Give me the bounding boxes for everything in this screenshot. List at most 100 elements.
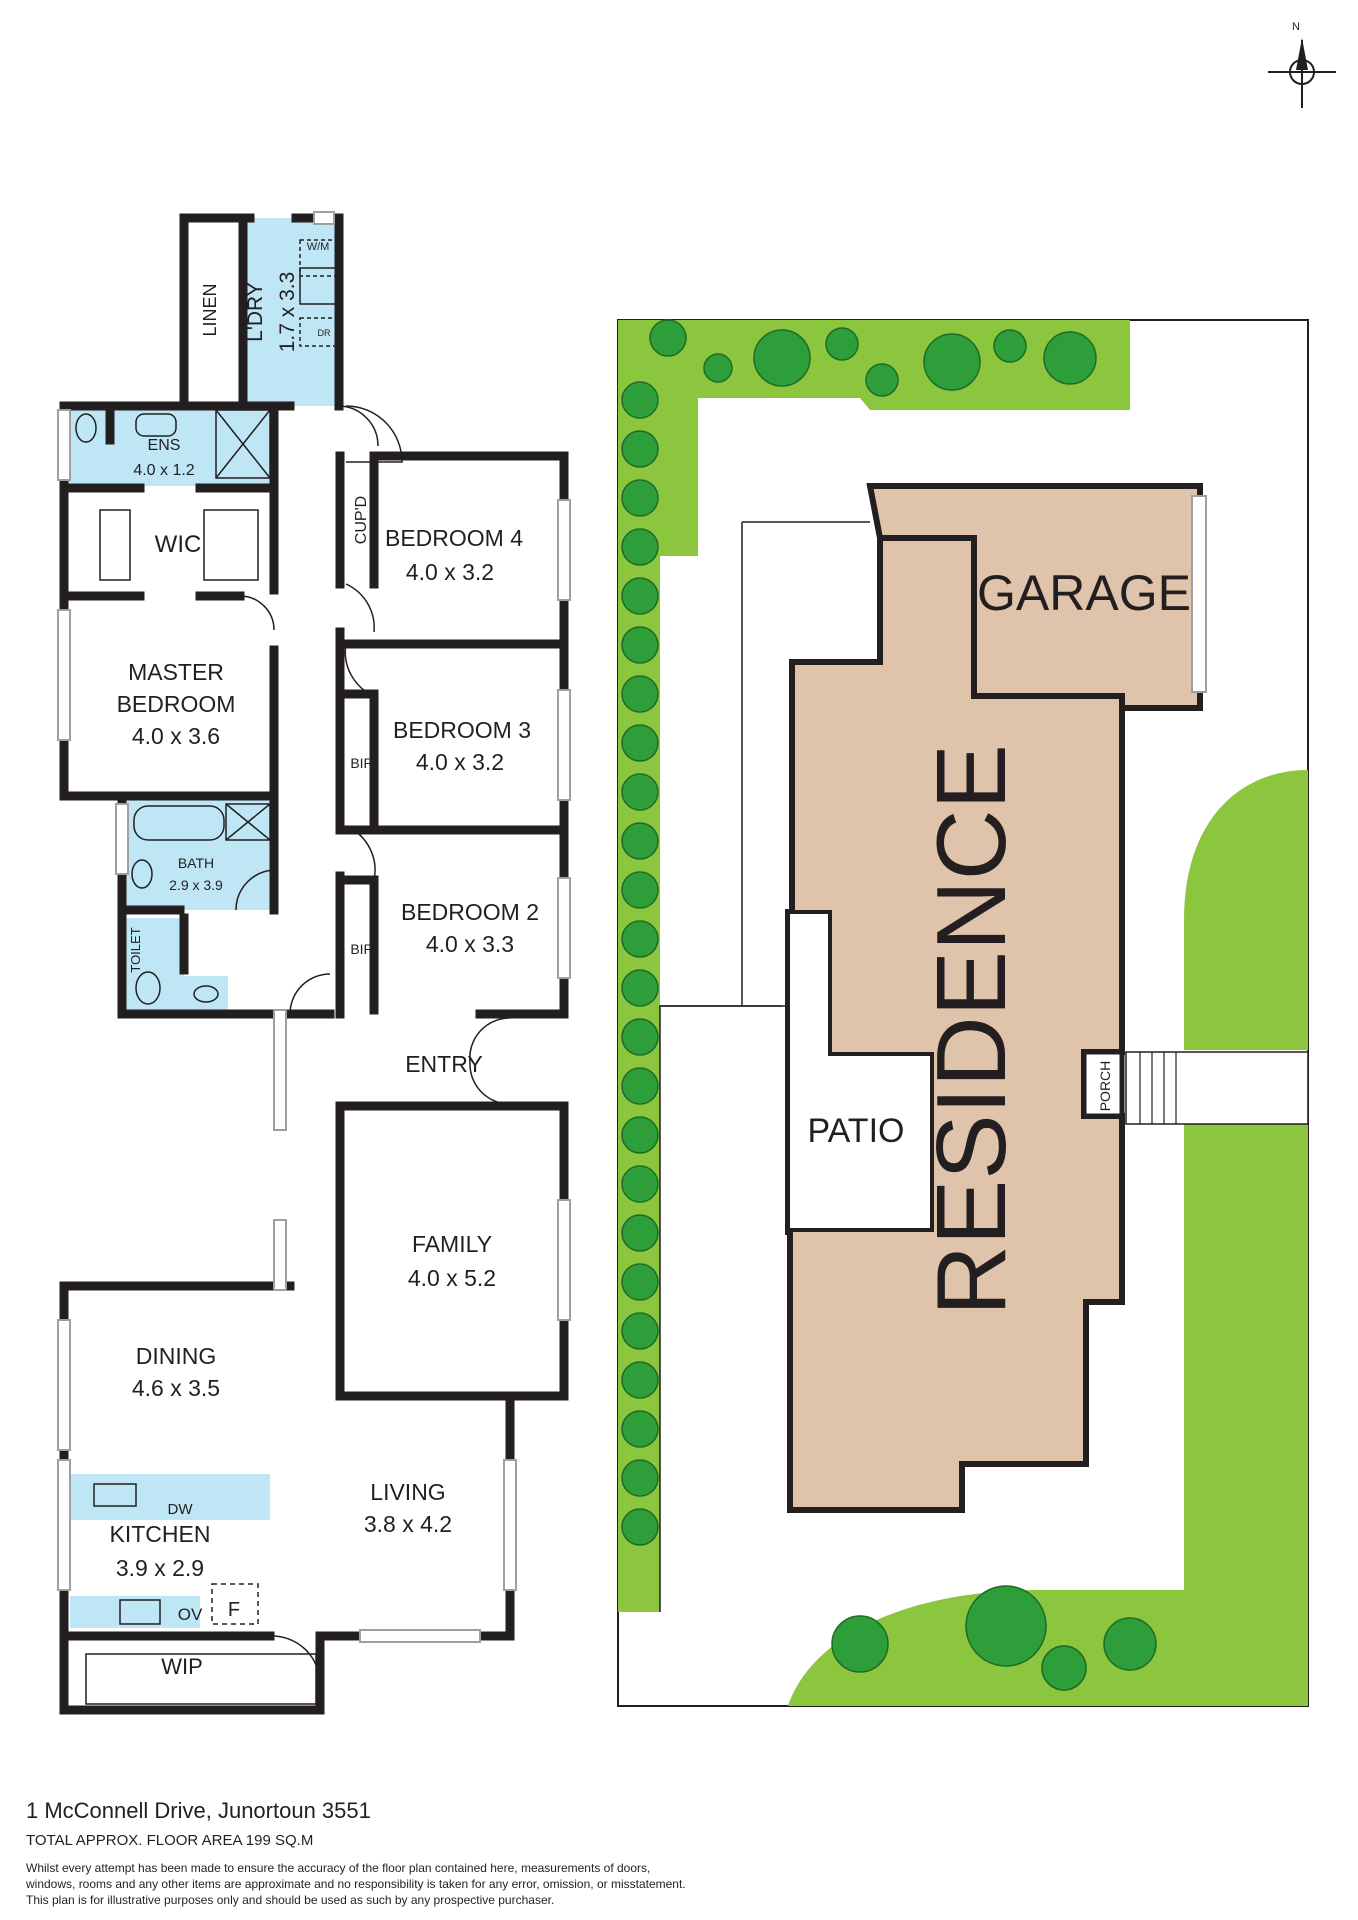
wip-label: WIP: [161, 1654, 203, 1679]
kitchen-name: KITCHEN: [110, 1521, 211, 1547]
patio-shape: [786, 910, 934, 1232]
bir2-label: BIR: [350, 941, 373, 957]
room-labels: LINEN L'DRY 1.7 x 3.3 W/M DR ENS 4.0 x 1…: [110, 241, 539, 1679]
wet-area-fills: [64, 218, 339, 1628]
tree-icon: [621, 920, 659, 958]
ensuite-shower: [215, 409, 271, 479]
wic-shelf-right: [203, 509, 259, 581]
tree-icon: [621, 1410, 659, 1448]
dr-label: DR: [318, 328, 331, 338]
toilet-bowl: [135, 971, 161, 1005]
tree-icon: [703, 353, 733, 383]
kitchen-back-bench-fill: [70, 1596, 200, 1628]
compass-icon: N: [1268, 21, 1336, 108]
tree-icon: [825, 327, 859, 361]
family-size: 4.0 x 5.2: [408, 1265, 496, 1291]
tree-icon: [993, 329, 1027, 363]
laundry-fill: [243, 218, 339, 406]
tree-icon: [621, 724, 659, 762]
tree-icon: [1043, 331, 1097, 385]
tree-icon: [753, 329, 811, 387]
disclaimer-line-1: Whilst every attempt has been made to en…: [26, 1861, 651, 1875]
trees: [621, 319, 1157, 1691]
tree-icon: [621, 1067, 659, 1105]
fridge-label: F: [228, 1599, 240, 1621]
bed4-name: BEDROOM 4: [385, 525, 523, 551]
tree-icon: [649, 319, 687, 357]
disclaimer: Whilst every attempt has been made to en…: [26, 1860, 926, 1908]
master-name-line1: MASTER: [128, 659, 224, 685]
bath-shower: [225, 803, 271, 841]
bath-fill: [122, 800, 272, 910]
wic-label: WIC: [155, 531, 202, 558]
tree-icon: [621, 479, 659, 517]
toilet-fill: [124, 918, 184, 1014]
ensuite-size: 4.0 x 1.2: [133, 462, 194, 479]
dryer: [299, 317, 337, 347]
tree-icon: [621, 626, 659, 664]
dining-name: DINING: [136, 1343, 217, 1369]
entry-label: ENTRY: [405, 1051, 483, 1077]
washing-machine: [299, 239, 337, 277]
tree-icon: [621, 773, 659, 811]
bir3-label: BIR: [350, 755, 373, 771]
tree-icon: [621, 822, 659, 860]
laundry-size: 1.7 x 3.3: [276, 272, 299, 353]
tree-icon: [621, 1214, 659, 1252]
basin-fill: [184, 976, 228, 1012]
tree-icon: [621, 1116, 659, 1154]
tree-icon: [621, 381, 659, 419]
tree-icon: [965, 1585, 1047, 1667]
disclaimer-line-2: windows, rooms and any other items are a…: [26, 1877, 686, 1891]
dining-size: 4.6 x 3.5: [132, 1375, 220, 1401]
tree-icon: [831, 1615, 889, 1673]
family-name: FAMILY: [412, 1231, 492, 1257]
kitchen-sink: [93, 1483, 137, 1507]
master-name-line2: BEDROOM: [117, 691, 236, 717]
dw-label: DW: [168, 1501, 194, 1518]
tree-icon: [621, 1312, 659, 1350]
tree-icon: [865, 363, 899, 397]
fridge-space: [211, 1583, 259, 1625]
tree-icon: [621, 1165, 659, 1203]
address: 1 McConnell Drive, Junortoun 3551: [26, 1798, 371, 1823]
ensuite-name: ENS: [148, 437, 181, 454]
tree-icon: [621, 1361, 659, 1399]
front-path: [1125, 1051, 1309, 1125]
lawn-right-top: [1184, 770, 1308, 1050]
site-plan: [617, 319, 1309, 1707]
tree-icon: [621, 1508, 659, 1546]
laundry-trough: [299, 267, 337, 305]
tree-icon: [1103, 1617, 1157, 1671]
bath-basin: [131, 859, 153, 889]
ensuite-basin: [135, 413, 177, 437]
site-labels: GARAGE RESIDENCE PATIO PORCH: [808, 565, 1191, 1316]
porch-shape: [1081, 1049, 1125, 1119]
toilet-basin: [193, 985, 219, 1003]
bed2-name: BEDROOM 2: [401, 899, 539, 925]
porch-label: PORCH: [1097, 1061, 1113, 1112]
patio-label: PATIO: [808, 1112, 905, 1150]
garage-label: GARAGE: [977, 565, 1191, 621]
bed3-size: 4.0 x 3.2: [416, 749, 504, 775]
wip-shelf: [85, 1653, 317, 1705]
wic-shelf-left: [99, 509, 131, 581]
cooktop: [119, 1599, 161, 1625]
tree-icon: [621, 577, 659, 615]
master-size: 4.0 x 3.6: [132, 723, 220, 749]
fixtures: [75, 239, 337, 1705]
disclaimer-line-3: This plan is for illustrative purposes o…: [26, 1893, 555, 1907]
kitchen-bench-fill: [70, 1474, 270, 1520]
floor-area: TOTAL APPROX. FLOOR AREA 199 SQ.M: [26, 1832, 314, 1849]
bed4-size: 4.0 x 3.2: [406, 559, 494, 585]
tree-icon: [621, 1263, 659, 1301]
tree-icon: [923, 333, 981, 391]
tree-icon: [621, 675, 659, 713]
ensuite-toilet: [75, 413, 97, 443]
tree-icon: [1041, 1645, 1087, 1691]
toilet-label: TOILET: [128, 927, 143, 972]
living-size: 3.8 x 4.2: [364, 1511, 452, 1537]
bath-name: BATH: [178, 855, 214, 871]
bathtub: [133, 805, 225, 841]
